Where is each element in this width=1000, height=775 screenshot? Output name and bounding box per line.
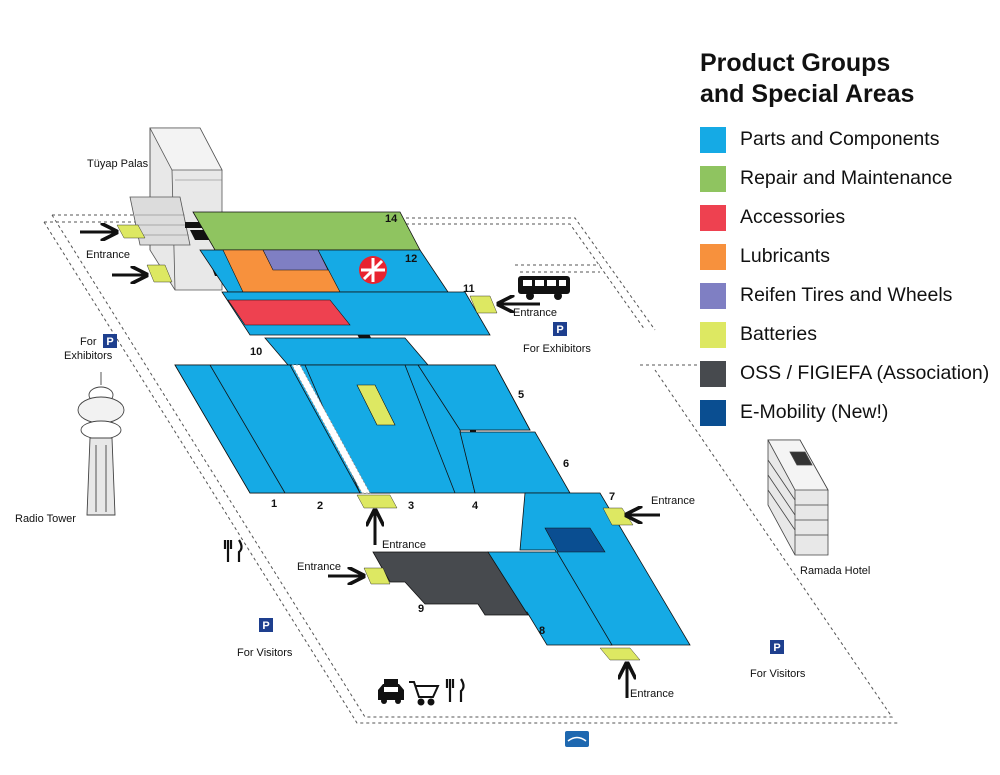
hall-number-6[interactable]: 6 [563,458,569,470]
legend-title: Product Groups and Special Areas [700,48,995,110]
legend-item-label: Batteries [740,323,817,345]
emobility-swatch-icon [700,399,726,426]
radio-tower-label: Radio Tower [15,513,76,525]
batteries-swatch-icon [700,321,726,348]
accessories-area[interactable] [227,299,351,326]
legend-item-tires[interactable]: Reifen Tires and Wheels [700,276,995,315]
hall-number-2[interactable]: 2 [317,500,323,512]
accessories-swatch-icon [700,204,726,231]
legend-item-lubricants[interactable]: Lubricants [700,237,995,276]
bus-icon [518,276,570,300]
repair-swatch-icon [700,165,726,192]
oss-swatch-icon [700,360,726,387]
parking-symbol: P [773,642,780,654]
ramada-hotel-label: Ramada Hotel [800,565,870,577]
shopping-cart-icon [409,681,440,706]
legend-item-batteries[interactable]: Batteries [700,315,995,354]
entrance-label: Entrance [630,688,674,700]
taxi-icon [378,679,404,704]
hall-number-3[interactable]: 3 [408,500,414,512]
legend-item-repair[interactable]: Repair and Maintenance [700,159,995,198]
figiefa-logo-icon [359,256,387,284]
hall-number-14[interactable]: 14 [385,213,398,225]
entrance-pads [116,224,641,661]
parking-icon: P [259,618,273,632]
entrance-label: Entrance [513,307,557,319]
legend-item-oss[interactable]: OSS / FIGIEFA (Association) [700,354,995,393]
hall-10-shape[interactable] [264,337,429,366]
ramada-hotel-building [767,439,829,556]
parts-swatch-icon [700,126,726,153]
parking-icon: P [103,334,117,348]
legend-item-label: Parts and Components [740,128,940,150]
hall-9-shape[interactable] [372,551,529,616]
tires-area[interactable] [262,249,329,271]
hall-number-5[interactable]: 5 [518,389,524,401]
legend-item-parts[interactable]: Parts and Components [700,120,995,159]
aisle-2-3 [291,364,371,494]
restaurant-icon [445,678,465,702]
legend-title-line2: and Special Areas [700,80,915,108]
hall-number-7[interactable]: 7 [609,491,615,503]
entrance-label: Entrance [86,249,130,261]
entrance-label: Entrance [651,495,695,507]
for-exhibitors-label: For Exhibitors [523,343,591,355]
legend-item-emobility[interactable]: E-Mobility (New!) [700,393,995,432]
for-visitors-label: For Visitors [750,668,806,680]
tires-swatch-icon [700,282,726,309]
radio-tower [77,372,125,516]
tuyap-palas-building [129,127,223,291]
entrance-label: Entrance [297,561,341,573]
emobility-area[interactable] [544,527,606,553]
metrobus-icon [565,731,589,747]
entrance-label: Entrance [382,539,426,551]
hall-number-1[interactable]: 1 [271,498,277,510]
hall-number-9[interactable]: 9 [418,603,424,615]
legend-item-label: Accessories [740,206,846,228]
batteries-area[interactable] [356,384,396,426]
for-exhibitors-label-line2: Exhibitors [64,350,113,362]
for-exhibitors-label-line1: For [80,336,97,348]
hall-number-12[interactable]: 12 [405,253,417,265]
legend-item-accessories[interactable]: Accessories [700,198,995,237]
restaurant-icon [223,539,243,562]
parking-symbol: P [106,336,113,348]
legend-item-label: OSS / FIGIEFA (Association) [740,362,990,384]
legend-item-label: Repair and Maintenance [740,167,953,189]
parking-symbol: P [262,620,269,632]
hall-6-shape[interactable] [459,431,571,494]
tuyap-palas-label: Tüyap Palas [87,158,149,170]
legend-item-label: Reifen Tires and Wheels [740,284,953,306]
hall-number-10[interactable]: 10 [250,346,262,358]
legend-title-line1: Product Groups [700,49,891,77]
parking-symbol: P [556,324,563,336]
legend-item-label: Lubricants [740,245,830,267]
legend-item-label: E-Mobility (New!) [740,401,889,423]
entrance-arrows [80,232,660,698]
for-visitors-label: For Visitors [237,647,293,659]
hall-number-8[interactable]: 8 [539,625,545,637]
hall-number-4[interactable]: 4 [472,500,479,512]
hall-number-11[interactable]: 11 [463,283,475,295]
parking-icon: P [553,322,567,336]
lubricants-swatch-icon [700,243,726,270]
legend: Product Groups and Special Areas Parts a… [700,48,995,432]
parking-icon: P [770,640,784,654]
site-boundary [43,214,900,724]
